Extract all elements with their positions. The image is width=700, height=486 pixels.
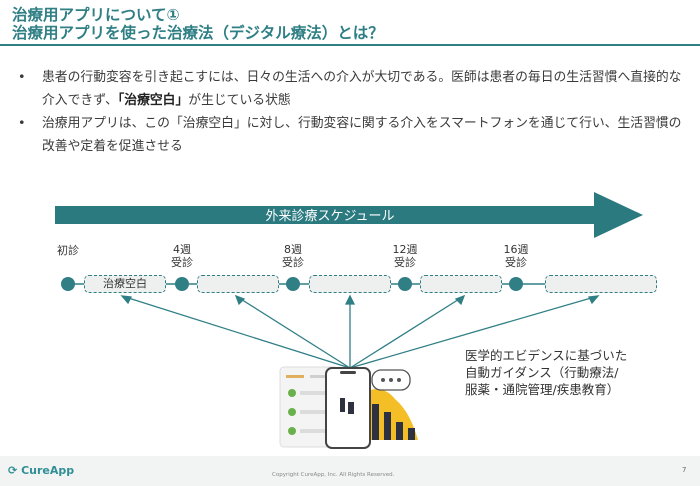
treatment-gap-box bbox=[420, 275, 502, 293]
schedule-arrow-label: 外来診療スケジュール bbox=[265, 208, 394, 224]
logo-icon: ⟳ bbox=[8, 464, 18, 477]
visit-label-line2: 受診 bbox=[394, 256, 416, 269]
bullet-list: • 患者の行動変容を引き起こすには、日々の生活への介入が大切である。医師は患者の… bbox=[16, 66, 688, 158]
title-line-2: 治療用アプリを使った治療法（デジタル療法）とは？ bbox=[12, 24, 384, 42]
bullet-1-tail: が生じている状態 bbox=[188, 93, 291, 108]
treatment-gap-box: 治療空白 bbox=[84, 275, 166, 293]
bar-chart-icon bbox=[360, 388, 418, 440]
guidance-line-1: 医学的エビデンスに基づいた bbox=[465, 348, 628, 363]
treatment-gap-box bbox=[197, 275, 279, 293]
visit-node-week16 bbox=[509, 277, 523, 291]
bullet-item-1: • 患者の行動変容を引き起こすには、日々の生活への介入が大切である。医師は患者の… bbox=[16, 66, 688, 112]
page-number: 7 bbox=[682, 466, 687, 474]
copyright-text: Copyright CureApp, Inc. All Rights Reser… bbox=[272, 472, 395, 478]
schedule-diagram: 外来診療スケジュール bbox=[55, 192, 655, 449]
bullet-marker: • bbox=[18, 116, 26, 131]
visit-label-line2: 受診 bbox=[282, 256, 304, 269]
company-logo: ⟳ CureApp bbox=[8, 464, 74, 477]
treatment-gap-label: 治療空白 bbox=[103, 277, 147, 290]
visit-label-initial: 初診 bbox=[48, 244, 88, 257]
bullet-1-text: 患者の行動変容を引き起こすには、日々の生活への介入が大切である。医師は患者の毎日… bbox=[42, 70, 682, 108]
smartphone-icon bbox=[325, 367, 371, 449]
title-line-1: 治療用アプリについて① bbox=[12, 6, 180, 24]
logo-text: CureApp bbox=[21, 464, 75, 477]
visit-label-line1: 4週 bbox=[173, 243, 191, 256]
guidance-caption: 医学的エビデンスに基づいた 自動ガイダンス（行動療法/ 服薬・通院管理/疾患教育… bbox=[465, 347, 627, 398]
bullet-1-emphasis: 「治療空白」 bbox=[117, 93, 189, 108]
visit-label-line2: 受診 bbox=[171, 256, 193, 269]
visit-node-week4 bbox=[175, 277, 189, 291]
visit-label-line2: 受診 bbox=[505, 256, 527, 269]
guidance-line-2: 自動ガイダンス（行動療法/ bbox=[465, 365, 619, 380]
visit-label-week12: 12週 受診 bbox=[385, 243, 425, 269]
guidance-arrows bbox=[120, 294, 600, 369]
bullet-item-2: • 治療用アプリは、この「治療空白」に対し、行動変容に関する介入をスマートフォン… bbox=[16, 112, 688, 158]
visit-label-week8: 8週 受診 bbox=[273, 243, 313, 269]
schedule-arrow bbox=[55, 192, 643, 238]
treatment-gap-box bbox=[545, 275, 657, 293]
visit-label-week16: 16週 受診 bbox=[496, 243, 536, 269]
bullet-2-text: 治療用アプリは、この「治療空白」に対し、行動変容に関する介入をスマートフォンを通… bbox=[42, 116, 682, 154]
visit-label-line1: 16週 bbox=[503, 243, 529, 256]
page-title: 治療用アプリについて① 治療用アプリを使った治療法（デジタル療法）とは？ bbox=[12, 6, 384, 42]
visit-label-line1: 初診 bbox=[57, 244, 79, 257]
visit-node-week12 bbox=[398, 277, 412, 291]
footer-bar bbox=[0, 456, 700, 486]
checklist-card-icon bbox=[279, 366, 339, 448]
visit-label-line1: 8週 bbox=[284, 243, 302, 256]
treatment-gap-box bbox=[309, 275, 391, 293]
visit-node-week8 bbox=[286, 277, 300, 291]
visit-label-line1: 12週 bbox=[392, 243, 418, 256]
visit-label-week4: 4週 受診 bbox=[162, 243, 202, 269]
visit-node-initial bbox=[61, 277, 75, 291]
title-underline bbox=[0, 44, 700, 46]
chat-bubble-icon bbox=[371, 369, 411, 391]
bullet-marker: • bbox=[18, 70, 26, 85]
guidance-line-3: 服薬・通院管理/疾患教育） bbox=[465, 382, 620, 397]
